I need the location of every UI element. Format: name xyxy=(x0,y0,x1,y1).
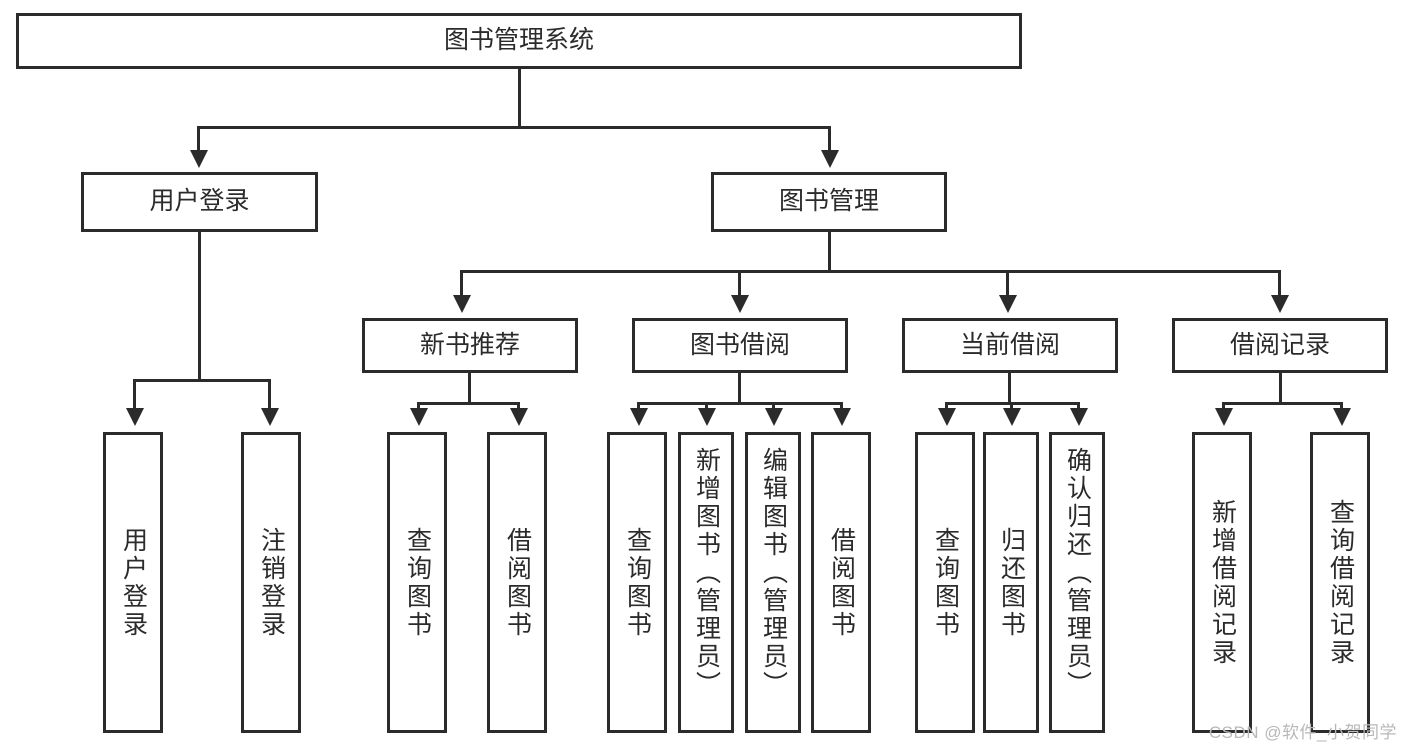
edge-user-login-stem xyxy=(198,232,201,382)
edge-level3-bus xyxy=(460,270,1278,273)
edge-to-current-borrow xyxy=(1006,270,1009,298)
leaf-node-logout[interactable]: 注销登录 xyxy=(241,432,301,733)
edge-book-management-stem xyxy=(828,232,831,272)
leaf-node-borrow-book-recommend[interactable]: 借阅图书 xyxy=(487,432,547,733)
edge-borrow-records-leaf-1 xyxy=(1222,402,1225,412)
arrow-new-book-leaf-1 xyxy=(410,408,428,426)
arrow-borrow-records-leaf-1 xyxy=(1215,408,1233,426)
edge-borrow-records-bus xyxy=(1222,402,1341,405)
edge-new-book-to-leaf-2 xyxy=(517,402,520,412)
edge-root-stem xyxy=(518,69,521,126)
arrow-new-book-leaf-2 xyxy=(510,408,528,426)
arrow-to-new-book-recommend xyxy=(453,295,471,313)
arrow-book-borrow-leaf-3 xyxy=(765,408,783,426)
leaf-node-edit-book-admin[interactable]: 编辑图书（管理员） xyxy=(745,432,801,733)
node-label: 确认归还（管理员） xyxy=(1063,447,1092,699)
edge-to-book-borrow xyxy=(738,270,741,298)
node-borrow-records[interactable]: 借阅记录 xyxy=(1172,318,1388,373)
node-current-borrow[interactable]: 当前借阅 xyxy=(902,318,1118,373)
node-label: 用户登录 xyxy=(119,526,148,639)
edge-user-login-to-leaf-2 xyxy=(268,379,271,411)
arrow-current-borrow-leaf-2 xyxy=(1003,408,1021,426)
node-label: 新增图书（管理员） xyxy=(692,447,721,699)
edge-new-book-bus xyxy=(417,402,520,405)
edge-user-login-to-leaf-1 xyxy=(133,379,136,411)
arrow-to-book-management xyxy=(821,150,839,168)
node-label: 图书管理系统 xyxy=(443,26,594,55)
leaf-node-user-login[interactable]: 用户登录 xyxy=(103,432,163,733)
arrow-book-borrow-leaf-1 xyxy=(630,408,648,426)
arrow-to-user-login xyxy=(190,150,208,168)
leaf-node-query-book-recommend[interactable]: 查询图书 xyxy=(387,432,447,733)
edge-new-book-to-leaf-1 xyxy=(417,402,420,412)
node-label: 新书推荐 xyxy=(419,330,520,359)
node-label: 借阅图书 xyxy=(827,526,856,639)
leaf-node-add-book-admin[interactable]: 新增图书（管理员） xyxy=(678,432,734,733)
leaf-node-return-book[interactable]: 归还图书 xyxy=(983,432,1039,733)
edge-to-new-book-recommend xyxy=(460,270,463,298)
node-label: 图书借阅 xyxy=(689,330,790,359)
edge-root-to-book-management xyxy=(828,126,831,152)
edge-book-borrow-leaf-2 xyxy=(705,402,708,412)
edge-current-borrow-stem xyxy=(1008,373,1011,405)
leaf-node-query-borrow-record[interactable]: 查询借阅记录 xyxy=(1310,432,1370,733)
edge-book-borrow-leaf-4 xyxy=(840,402,843,412)
leaf-node-query-book-borrow[interactable]: 查询图书 xyxy=(607,432,667,733)
node-label: 当前借阅 xyxy=(959,330,1060,359)
node-label: 注销登录 xyxy=(257,526,286,639)
node-label: 借阅图书 xyxy=(503,526,532,639)
node-new-book-recommend[interactable]: 新书推荐 xyxy=(362,318,578,373)
node-label: 编辑图书（管理员） xyxy=(759,447,788,699)
arrow-current-borrow-leaf-1 xyxy=(938,408,956,426)
edge-book-borrow-stem xyxy=(738,373,741,405)
node-user-login[interactable]: 用户登录 xyxy=(81,172,318,232)
edge-new-book-stem xyxy=(468,373,471,405)
arrow-to-current-borrow xyxy=(999,295,1017,313)
leaf-node-query-book-current[interactable]: 查询图书 xyxy=(915,432,975,733)
node-book-management[interactable]: 图书管理 xyxy=(711,172,947,232)
edge-user-login-bus xyxy=(133,379,271,382)
node-label: 查询借阅记录 xyxy=(1326,498,1355,667)
csdn-watermark: CSDN @软件_小贺同学 xyxy=(1208,723,1397,742)
node-label: 借阅记录 xyxy=(1229,330,1330,359)
edge-current-borrow-leaf-3 xyxy=(1077,402,1080,412)
arrow-to-leaf-logout xyxy=(261,408,279,426)
node-root-book-management-system[interactable]: 图书管理系统 xyxy=(16,13,1022,69)
edge-current-borrow-leaf-2 xyxy=(1010,402,1013,412)
node-label: 图书管理 xyxy=(778,187,879,216)
arrow-borrow-records-leaf-2 xyxy=(1333,408,1351,426)
arrow-to-book-borrow xyxy=(731,295,749,313)
arrow-book-borrow-leaf-4 xyxy=(833,408,851,426)
edge-to-borrow-records xyxy=(1278,270,1281,298)
leaf-node-borrow-book[interactable]: 借阅图书 xyxy=(811,432,871,733)
edge-current-borrow-leaf-1 xyxy=(945,402,948,412)
edge-book-borrow-bus xyxy=(637,402,843,405)
edge-root-to-user-login xyxy=(197,126,200,152)
edge-book-borrow-leaf-1 xyxy=(637,402,640,412)
node-book-borrow[interactable]: 图书借阅 xyxy=(632,318,848,373)
leaf-node-confirm-return-admin[interactable]: 确认归还（管理员） xyxy=(1049,432,1105,733)
node-label: 查询图书 xyxy=(623,526,652,639)
edge-borrow-records-leaf-2 xyxy=(1340,402,1343,412)
arrow-book-borrow-leaf-2 xyxy=(698,408,716,426)
edge-root-bus xyxy=(197,126,831,129)
edge-book-borrow-leaf-3 xyxy=(772,402,775,412)
leaf-node-add-borrow-record[interactable]: 新增借阅记录 xyxy=(1192,432,1252,733)
node-label: 查询图书 xyxy=(931,526,960,639)
arrow-to-borrow-records xyxy=(1271,295,1289,313)
node-label: 归还图书 xyxy=(997,526,1026,639)
node-label: 查询图书 xyxy=(403,526,432,639)
node-label: 用户登录 xyxy=(149,187,250,216)
arrow-to-leaf-user-login xyxy=(126,408,144,426)
node-label: 新增借阅记录 xyxy=(1208,498,1237,667)
edge-borrow-records-stem xyxy=(1279,373,1282,405)
arrow-current-borrow-leaf-3 xyxy=(1070,408,1088,426)
